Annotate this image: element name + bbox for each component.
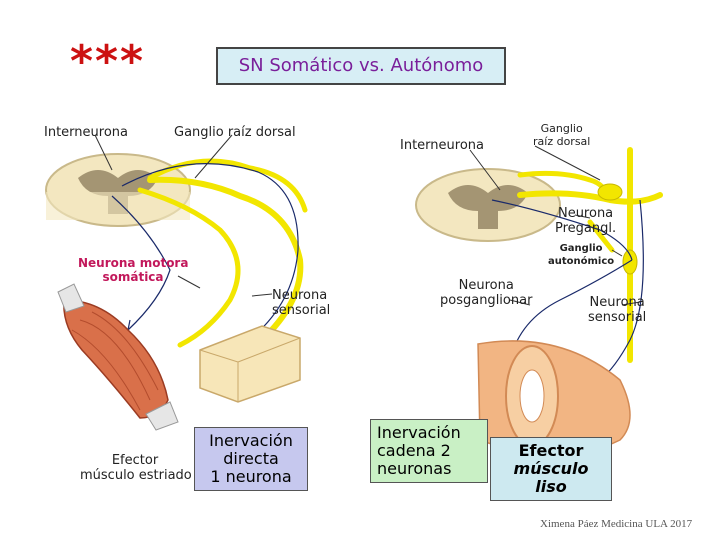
right-ganglio-label: Ganglio raíz dorsal xyxy=(533,122,590,148)
right-efector-box: Efector músculo liso xyxy=(490,437,612,501)
left-box-line1: Inervación xyxy=(209,431,293,450)
left-motora-line2: somática xyxy=(102,270,164,284)
right-autonomo-line2: autonómico xyxy=(548,256,615,267)
right-sensorial-label: Neurona sensorial xyxy=(588,295,646,325)
right-box-line1: Inervación xyxy=(377,423,461,442)
right-sensorial-line2: sensorial xyxy=(588,310,647,325)
left-inervacion-box: Inervación directa 1 neurona xyxy=(194,427,308,491)
pointer-lines xyxy=(94,134,641,306)
page-title: SN Somático vs. Autónomo xyxy=(216,47,506,85)
left-box-line2: directa xyxy=(223,449,279,468)
right-pregangl-line1: Neurona xyxy=(557,206,614,221)
right-posgang-label: Neurona posganglionar xyxy=(440,278,532,308)
right-autonomo-label: Ganglio autonómico xyxy=(548,242,614,268)
right-box-line2: cadena 2 xyxy=(377,441,451,460)
right-efector-line1: Efector xyxy=(518,441,584,460)
left-spinal-cord xyxy=(45,153,191,227)
right-spinal-cord xyxy=(415,168,561,242)
right-ganglio-line1: Ganglio xyxy=(540,122,583,135)
skeletal-muscle xyxy=(57,283,179,431)
left-motora-label: Neurona motora somática xyxy=(78,256,188,284)
right-inervacion-box: Inervación cadena 2 neuronas xyxy=(370,419,488,483)
left-interneurona-label: Interneurona xyxy=(44,125,128,140)
left-sensorial-label: Neurona sensorial xyxy=(272,288,330,318)
left-efector-line1: Efector xyxy=(111,453,159,468)
left-motora-line1: Neurona motora xyxy=(78,256,189,270)
skin-block xyxy=(199,325,301,403)
right-interneurona-label: Interneurona xyxy=(400,138,484,153)
left-sensorial-line1: Neurona xyxy=(272,288,328,303)
right-ganglio-line2: raíz dorsal xyxy=(533,135,591,148)
right-box-line3: neuronas xyxy=(377,459,452,478)
right-sensorial-line1: Neurona xyxy=(589,295,645,310)
left-box-line3: 1 neurona xyxy=(210,467,292,486)
right-ganglia xyxy=(597,183,638,275)
left-sensorial-line2: sensorial xyxy=(272,303,331,318)
footer-credit: Ximena Páez Medicina ULA 2017 xyxy=(540,518,693,530)
left-ganglio-label: Ganglio raíz dorsal xyxy=(174,125,296,140)
right-autonomo-line1: Ganglio xyxy=(559,243,603,254)
right-pregangl-label: Neurona Pregangl. xyxy=(555,206,616,236)
stars-mark: *** xyxy=(70,36,146,87)
right-posgang-line1: Neurona xyxy=(458,278,514,293)
left-efector-line2: músculo estriado xyxy=(80,468,192,483)
right-efector-line2: músculo liso xyxy=(513,459,589,496)
smooth-muscle xyxy=(477,340,631,456)
right-pregangl-line2: Pregangl. xyxy=(555,221,617,236)
right-posgang-line2: posganglionar xyxy=(440,293,533,308)
left-efector-label: Efector músculo estriado xyxy=(80,453,192,483)
